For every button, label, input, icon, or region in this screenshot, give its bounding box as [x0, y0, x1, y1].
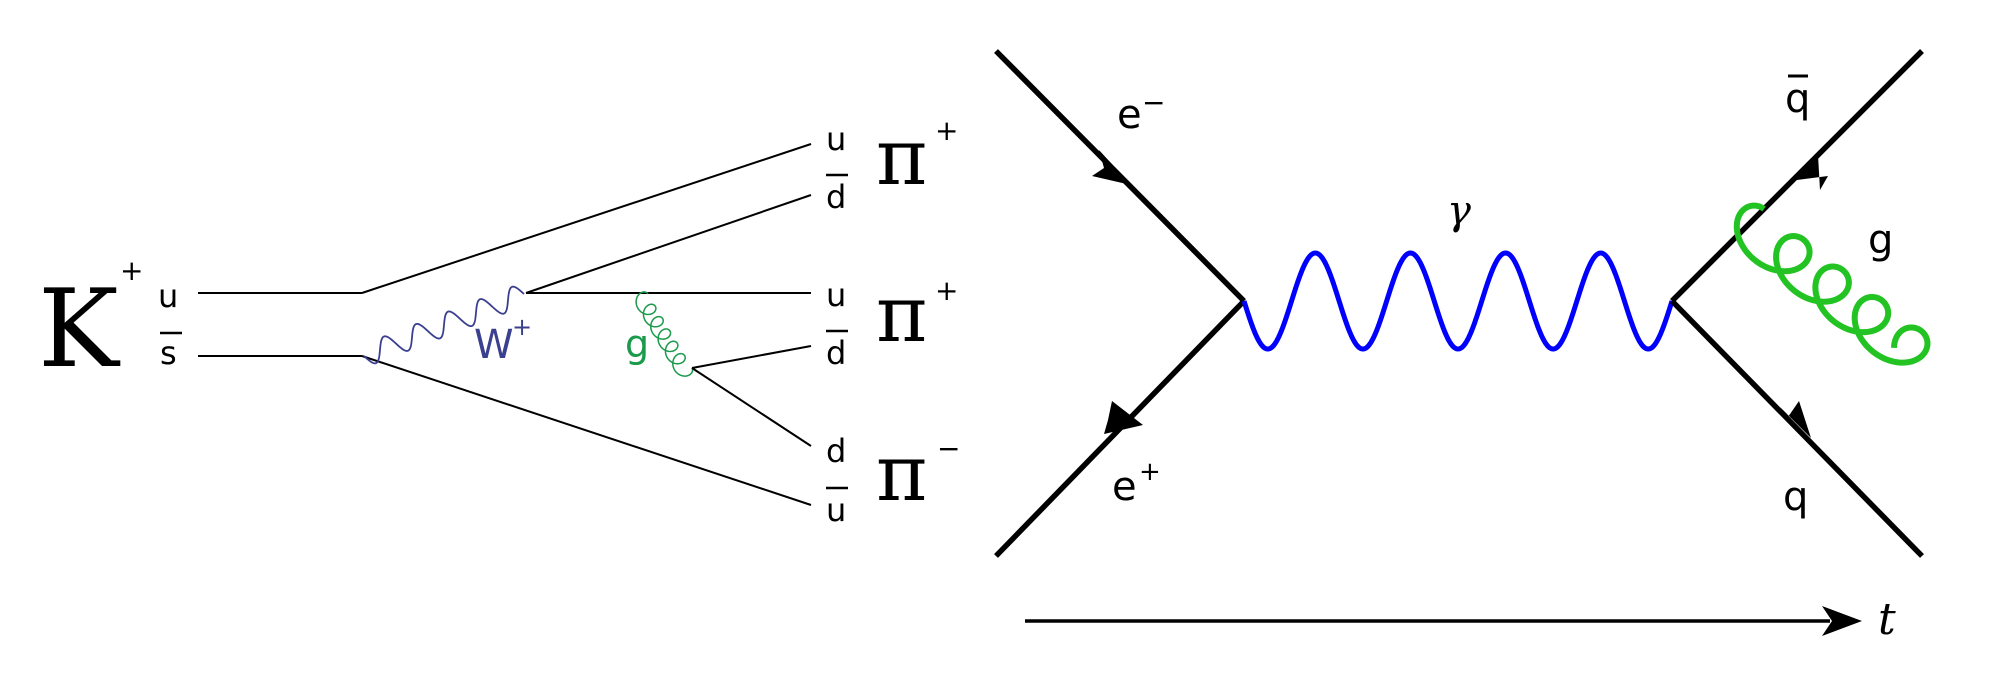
- gluon-small-propagator: [635, 291, 694, 377]
- pion-2-symbol: π: [876, 270, 927, 360]
- kaon-decay-diagram: K + u s W + g u d u d d u π +: [38, 113, 960, 529]
- pion-1-charge: +: [935, 114, 958, 147]
- final-quark-3: u: [826, 276, 846, 314]
- final-quark-6: u: [826, 491, 846, 529]
- electron-symbol: e: [1117, 92, 1142, 138]
- initial-antiquark-s: s: [160, 334, 177, 372]
- gluon-big-label: g: [1868, 217, 1893, 263]
- gluon-small-label: g: [625, 322, 649, 366]
- kaon-charge: +: [120, 254, 143, 287]
- time-axis-label: t: [1878, 594, 1896, 645]
- w-boson-charge: +: [512, 313, 532, 341]
- u-quark-line-out: [361, 143, 812, 294]
- positron-symbol: e: [1112, 464, 1137, 510]
- electron-charge: −: [1142, 86, 1165, 119]
- electron-arrow: [1092, 150, 1131, 185]
- photon-label: γ: [1447, 188, 1471, 234]
- antiquark-arrow: [1789, 155, 1828, 190]
- pion-1-symbol: π: [876, 113, 927, 203]
- time-axis-arrow: [1822, 606, 1862, 636]
- d-antiquark-line-2: [691, 345, 812, 369]
- u-antiquark-line-out: [361, 355, 812, 506]
- photon-propagator: [1241, 250, 1675, 352]
- annihilation-diagram: γ e − e + q g q t: [994, 49, 1931, 645]
- positron-arrow: [1104, 401, 1143, 434]
- kaon-symbol: K: [38, 267, 121, 392]
- final-quark-2: d: [826, 178, 846, 216]
- d-antiquark-line: [525, 194, 812, 294]
- gluon-big-propagator: [1733, 202, 1931, 366]
- pion-2-charge: +: [935, 274, 958, 307]
- final-quark-1: u: [826, 120, 846, 158]
- pion-3-charge: −: [937, 432, 960, 465]
- final-quark-5: d: [826, 432, 846, 470]
- final-quark-4: d: [826, 334, 846, 372]
- positron-charge: +: [1139, 457, 1161, 487]
- initial-quark-u: u: [158, 277, 178, 315]
- w-boson-propagator: [363, 285, 525, 365]
- quark-line: [1670, 299, 1924, 558]
- quark-arrow: [1780, 401, 1811, 438]
- antiquark-label: q: [1785, 76, 1810, 122]
- w-boson-symbol: W: [474, 322, 514, 368]
- quark-label: q: [1783, 474, 1808, 520]
- pion-3-symbol: π: [876, 429, 927, 519]
- d-quark-line: [691, 367, 812, 447]
